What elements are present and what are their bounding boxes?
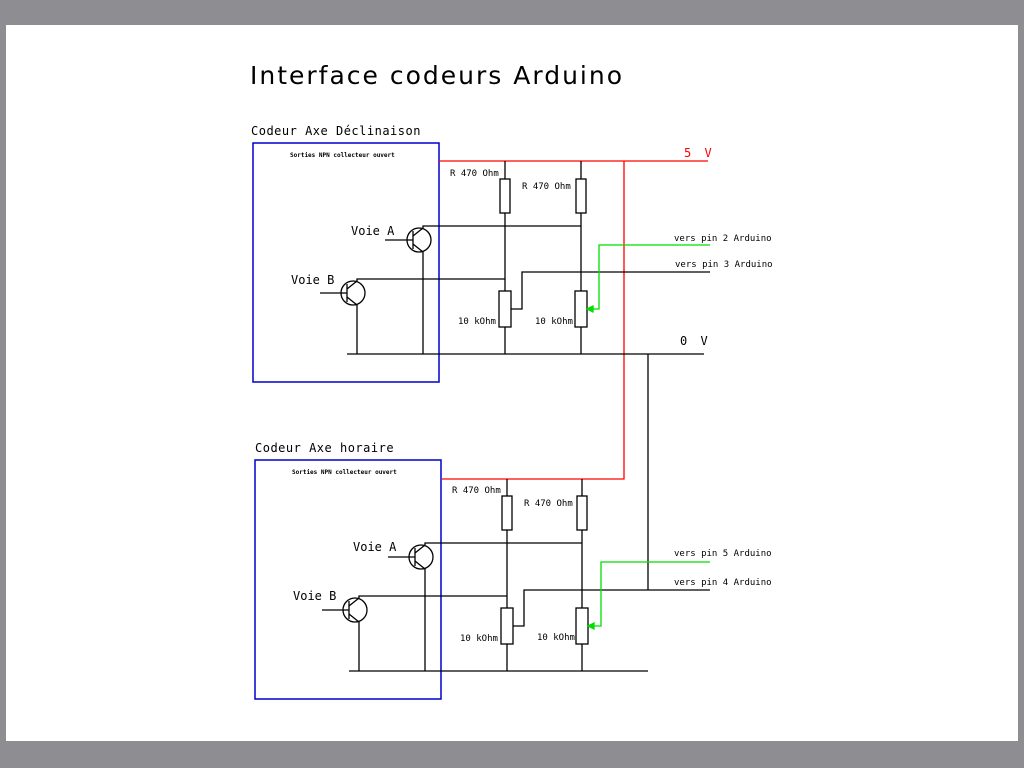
arduino-pin-label: vers pin 3 Arduino [675, 260, 773, 270]
gnd-label: 0 V [680, 334, 711, 348]
channel-a-label: Voie A [351, 224, 395, 238]
pullup-resistor [575, 178, 587, 214]
vcc-link-wire [442, 161, 625, 480]
npn-transistor-a [388, 542, 507, 671]
resistor-label: R 470 Ohm [452, 486, 501, 496]
encoder-name: Codeur Axe horaire [255, 441, 394, 455]
schematic-diagram: Interface codeurs Arduino Codeur Axe Déc… [250, 61, 773, 700]
output-wire-green [587, 244, 710, 310]
npn-transistor-b [322, 595, 507, 671]
arduino-pin-label: vers pin 4 Arduino [674, 578, 772, 588]
circuit-declinaison [252, 142, 710, 590]
npn-transistor-b [320, 278, 505, 354]
circuit-horaire [254, 459, 710, 700]
resistor-label: R 470 Ohm [450, 169, 499, 179]
channel-a-label: Voie A [353, 540, 397, 554]
npn-transistor-a [385, 225, 505, 354]
resistor-label: R 470 Ohm [524, 499, 573, 509]
potentiometer [498, 290, 512, 328]
document-page: Interface codeurs Arduino Codeur Axe Déc… [6, 25, 1018, 741]
encoder-output-type: Sorties NPN collecteur ouvert [292, 469, 397, 476]
encoder-box [254, 459, 442, 700]
pot-label: 10 kOhm [535, 317, 573, 327]
output-wire [511, 271, 710, 310]
arduino-pin-label: vers pin 5 Arduino [674, 549, 772, 559]
encoder-box [252, 142, 440, 383]
vcc-label: 5 V [684, 146, 715, 160]
potentiometer [574, 290, 588, 328]
resistor-label: R 470 Ohm [522, 182, 571, 192]
channel-b-label: Voie B [291, 273, 334, 287]
output-wire [513, 589, 710, 627]
encoder-output-type: Sorties NPN collecteur ouvert [290, 152, 395, 159]
arduino-pin-label: vers pin 2 Arduino [674, 234, 772, 244]
pullup-resistor [576, 495, 588, 531]
pullup-resistor [499, 178, 511, 214]
encoder-name: Codeur Axe Déclinaison [251, 124, 421, 138]
pot-label: 10 kOhm [460, 634, 498, 644]
channel-b-label: Voie B [293, 589, 336, 603]
output-wire-green [588, 561, 710, 627]
pot-label: 10 kOhm [458, 317, 496, 327]
page-title: Interface codeurs Arduino [250, 61, 624, 90]
pot-label: 10 kOhm [537, 633, 575, 643]
pullup-resistor [501, 495, 513, 531]
potentiometer [500, 607, 514, 645]
potentiometer [575, 607, 589, 645]
